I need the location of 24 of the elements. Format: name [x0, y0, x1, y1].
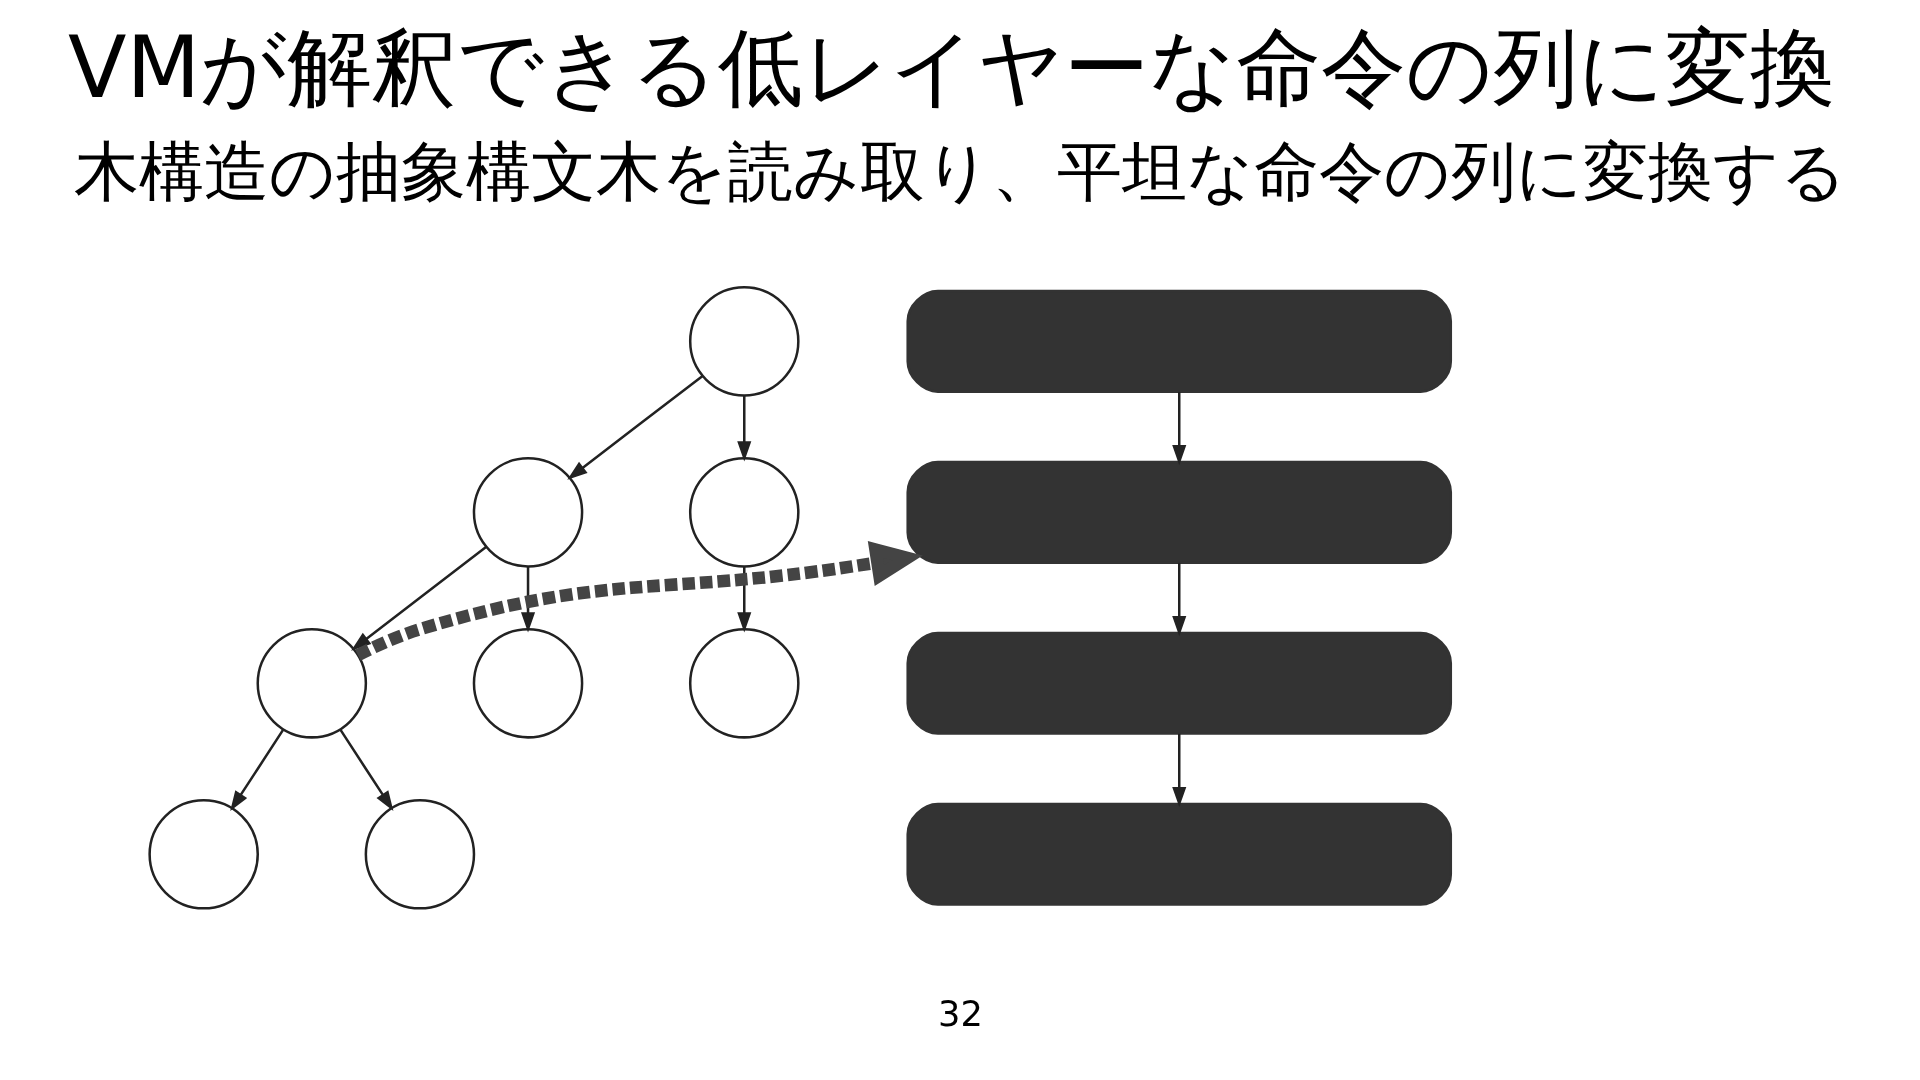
- node-circle: [688, 457, 800, 568]
- node-circle: [472, 457, 583, 568]
- node-box: [905, 631, 1452, 735]
- arrow: [350, 545, 487, 651]
- arrow: [354, 541, 923, 661]
- node-circle: [147, 798, 259, 910]
- label: 木構造の抽象構文木を読み取り、平坦な命令の列に変換する: [73, 132, 1847, 209]
- arrow: [1171, 391, 1186, 466]
- node-circle: [688, 286, 800, 397]
- label: 32: [937, 992, 983, 1034]
- diagram-title: VMが解釈できる低レイヤーな命令の列に変換: [67, 17, 1835, 117]
- arrow: [1171, 733, 1186, 808]
- arrow: [338, 728, 393, 812]
- node-circle: [472, 628, 583, 739]
- arrow: [229, 728, 284, 812]
- node-circle: [256, 628, 367, 739]
- node-circle: [688, 628, 800, 739]
- node-box: [905, 802, 1452, 906]
- arrow: [1171, 562, 1186, 637]
- node-box: [905, 460, 1452, 564]
- arrow: [566, 374, 703, 480]
- arrow: [736, 395, 751, 462]
- node-circle: [364, 798, 475, 910]
- node-box: [905, 289, 1452, 393]
